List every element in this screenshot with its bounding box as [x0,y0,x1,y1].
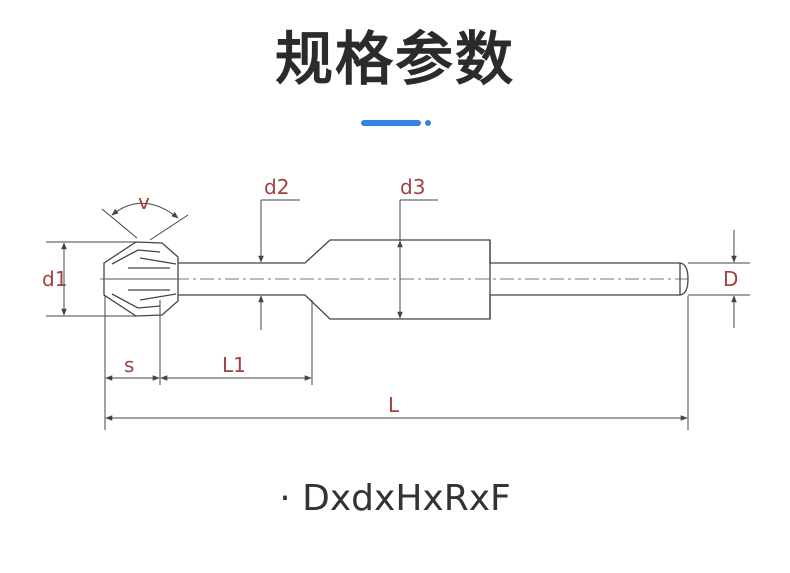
tool-body [178,239,689,320]
d2-label: d2 [264,175,289,199]
angle-arc [111,202,179,219]
L1-label: L1 [222,353,246,377]
angle-ext-2 [149,214,189,241]
spec-bullet: · [279,478,291,519]
cutter-head [103,241,179,317]
title-underline-dot [425,120,431,126]
page-title: 规格参数 [274,25,515,93]
D-label: D [723,267,738,291]
tool-dimension-diagram: v d1 d2 d3 D s L1 L [42,175,750,430]
L-label: L [388,393,400,417]
d3-label: d3 [400,175,425,199]
title-underline-bar [361,120,421,126]
angle-ext-1 [101,208,138,239]
angle-v-label: v [138,190,150,214]
s-label: s [124,353,134,377]
spec-line: · DxdxHxRxF [0,478,790,519]
d1-label: d1 [42,267,67,291]
spec-text: DxdxHxRxF [302,478,511,519]
